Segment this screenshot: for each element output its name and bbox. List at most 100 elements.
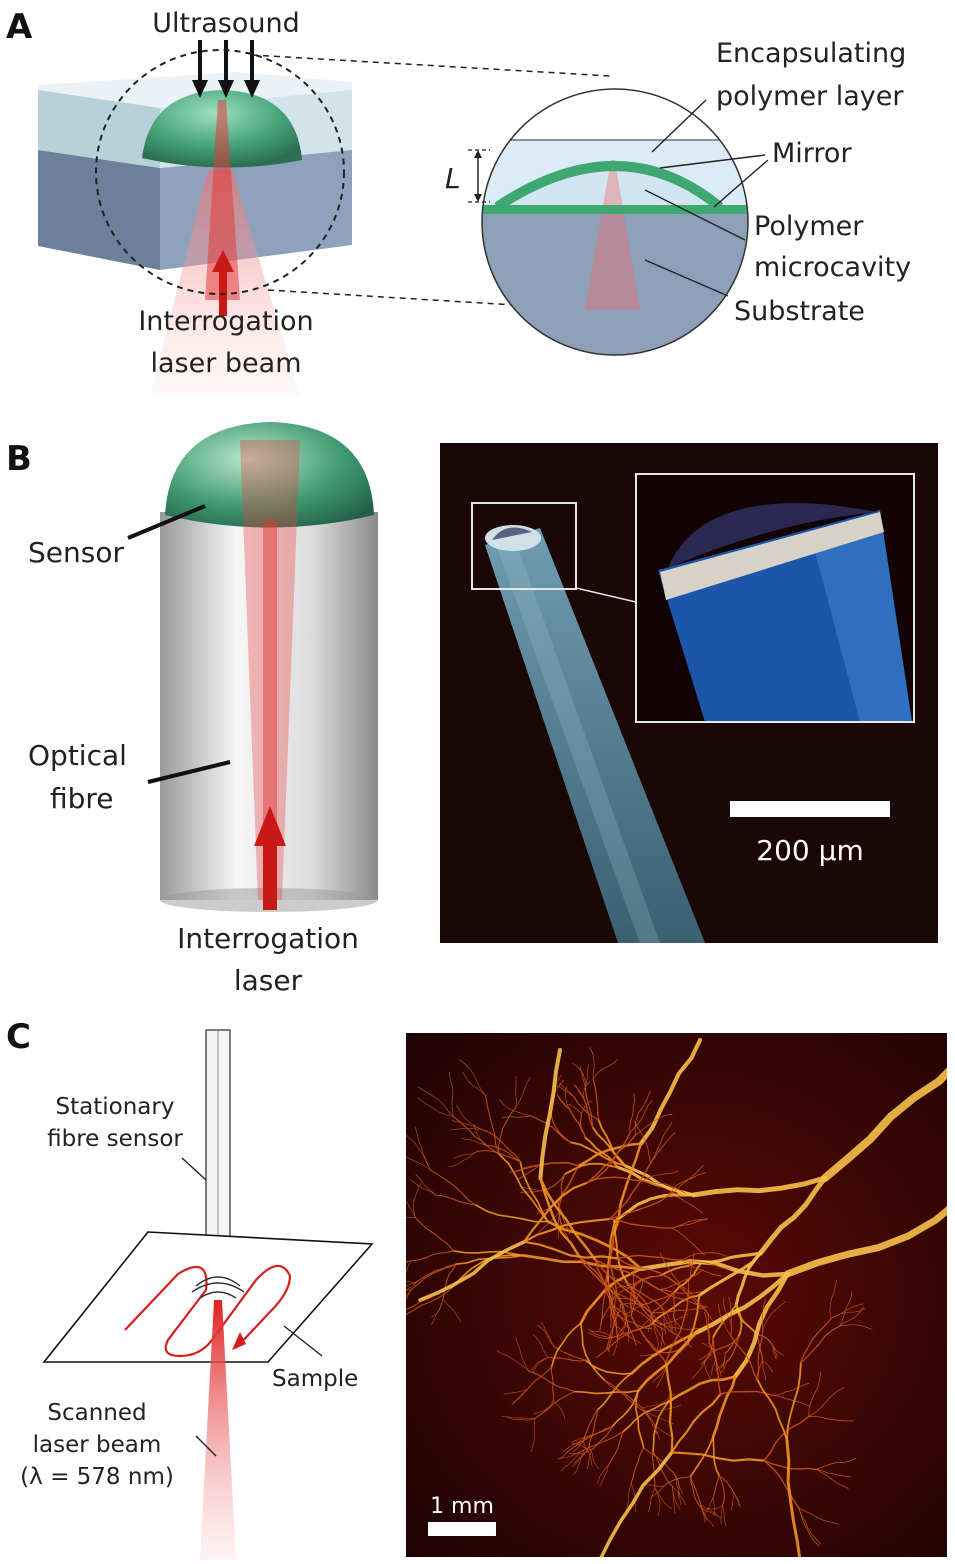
vessel-segment [451,1120,483,1130]
vessel-segment [630,1331,698,1375]
vessel-segment [590,1426,613,1451]
laser-label-a-line1: Interrogation [138,306,313,337]
vessel-segment [674,1473,684,1495]
vessel-segment [786,1361,802,1442]
vessel-segment [687,1252,695,1298]
vessel-segment [667,1375,737,1404]
vessel-segment [607,1281,628,1318]
vessel-segment [829,1279,838,1319]
vessel-segment [509,1164,540,1173]
thickness-label: L [445,162,461,195]
vessel-segment [415,1263,457,1284]
vessel-segment [572,1063,586,1090]
vessel-segment [633,1274,662,1285]
vessel-segment [671,1485,676,1514]
vessel-segment [448,1150,478,1168]
vessel-segment [410,1263,457,1291]
fibre-label-line2: fibre [50,782,114,815]
vessel-segment [586,1134,636,1184]
beam-label-line2: laser beam [33,1432,162,1458]
vessel-segment [406,1314,407,1315]
vessel-segment [718,1475,735,1494]
vessel-segment [700,1507,722,1519]
scan-path [124,1264,292,1358]
vessel-segment [583,1441,593,1467]
vessel-segment [705,1505,723,1510]
vessel-segment [839,1306,864,1327]
vessel-segment [658,1289,702,1294]
sensor-leader-c [181,1157,207,1181]
vessel-segment [412,1182,422,1218]
vessel-segment [594,1259,652,1314]
vessel-segment [692,1361,705,1379]
zoom-line-top [251,54,611,77]
vessel-segment [772,1346,777,1360]
vessel-segment [711,1375,737,1439]
vessel-segment [613,1193,696,1223]
vessel-segment [406,1287,453,1316]
vessel-segment [651,1451,656,1489]
vessel-segment [586,1426,613,1438]
vessel-segment [414,1216,455,1252]
panel-c: C Stationary fibre sensor Sample Scanned… [6,1017,947,1560]
cross-section-zoom [482,89,748,355]
vessel-segment [830,1308,866,1319]
vessel-segment [533,1400,554,1415]
encap-label-line1: Encapsulating [716,38,906,69]
vessel-segment [650,1307,706,1314]
vessel-segment [589,1047,595,1080]
vessel-segment [537,1324,555,1347]
vessel-segment [650,1312,692,1348]
vessel-segment [604,1380,644,1412]
vessel-segment [662,1475,692,1488]
vessel-segment [531,1357,549,1372]
vessel-segment [575,1085,586,1102]
vessel-segment [610,1290,613,1328]
vessel-segment [588,1446,600,1470]
vessel-segment [538,1162,580,1167]
vessel-segment [410,1250,455,1262]
vessel-segment [539,1177,581,1258]
vessel-segment [503,1388,528,1395]
vessel-segment [578,1255,613,1293]
sensor-dome [165,422,374,528]
vessel-segment [611,1323,653,1339]
sample-leader [283,1325,323,1357]
vessel-segment [515,1164,540,1173]
vessel-segment [567,1104,582,1114]
vessel-segment [671,1218,708,1229]
vessel-segment [728,1336,739,1360]
vessel-segment [691,1175,828,1198]
vessel-segment [627,1284,662,1325]
vessel-segment [611,1290,643,1308]
vessel-segment [474,1204,549,1223]
vessel-segment [583,1081,590,1102]
laser-label-b-line2: laser [234,964,303,997]
vessel-segment [633,1120,652,1164]
vessel-segment [406,1314,407,1316]
vessel-segment [670,1451,766,1462]
vessel-segment [676,1283,713,1321]
vessel-segment [417,1097,454,1117]
vessel-segment [630,1447,645,1484]
vessel-segment [511,1388,528,1406]
vessel-segment [599,1290,607,1331]
vessel-segment [652,1321,665,1346]
vessel-segment [839,1324,873,1330]
vessel-segment [722,1505,727,1527]
vessel-segment [700,1504,706,1523]
vessel-segment [527,1370,576,1393]
vessel-segment [694,1271,790,1335]
vessel-segment [800,1318,832,1364]
vessel-segment [673,1315,677,1333]
vessel-segment [707,1313,710,1344]
vessel-segment [586,1176,644,1184]
vessel-segment [820,1067,947,1182]
vessel-segment [418,1086,454,1117]
thickness-dimension [468,149,490,203]
microcavity-label-line1: Polymer [754,211,864,242]
ultrasound-waves [191,1276,245,1299]
vessel-segment [406,1282,417,1287]
vessel-segment [638,1259,790,1278]
vessel-segment [451,1254,525,1289]
